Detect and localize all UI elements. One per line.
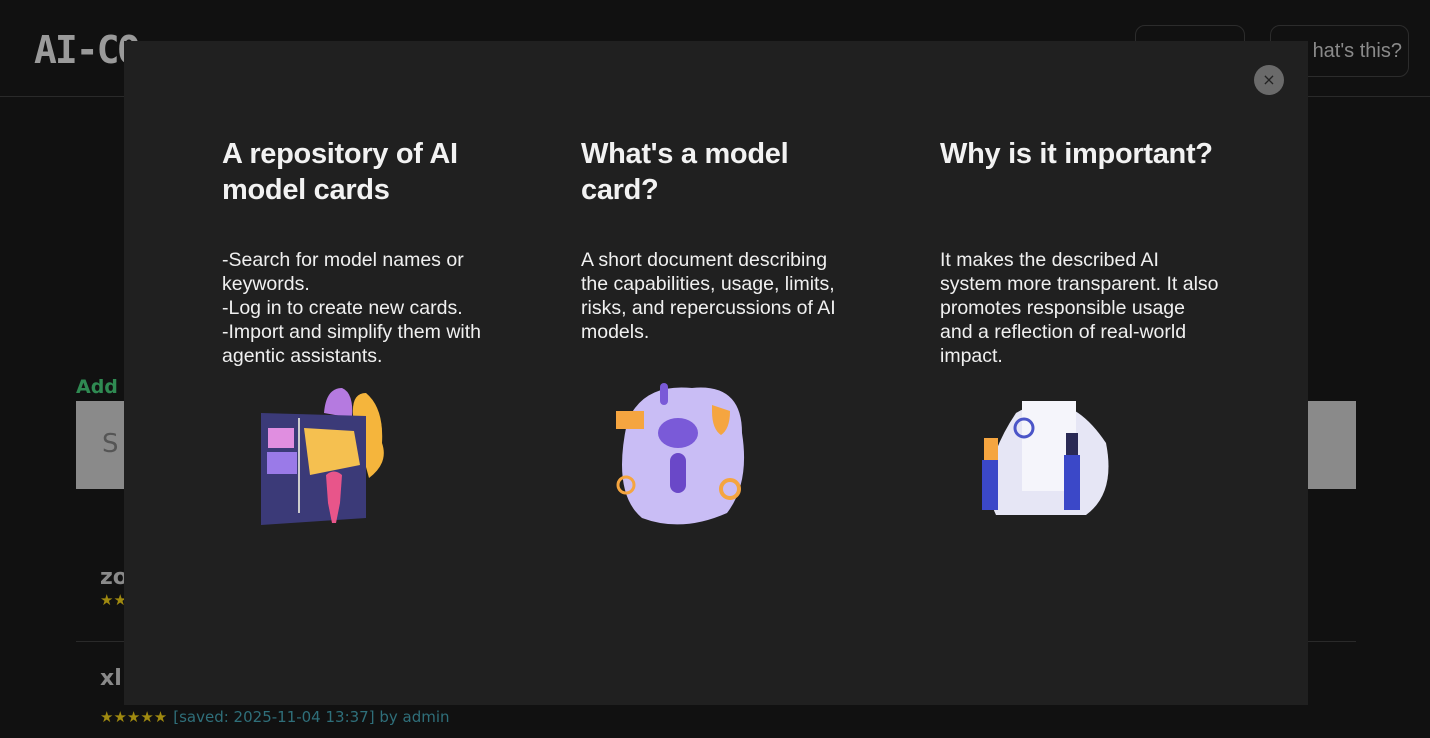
item-name: zo — [100, 565, 128, 590]
column-model-card: What's a model card? A short document de… — [581, 136, 856, 344]
item-name: xl — [100, 666, 122, 691]
column-body: A short document describing the capabili… — [581, 249, 836, 343]
rating-stars: ★★ — [100, 591, 127, 609]
list-item-meta: ★★★★★ [saved: 2025-11-04 13:37] by admin — [100, 708, 450, 726]
list-item[interactable]: zo ★★ — [100, 565, 128, 609]
rating-stars: ★★★★★ — [100, 708, 168, 726]
info-modal: × A repository of AI model cards -Search… — [124, 41, 1308, 705]
column-title: What's a model card? — [581, 138, 789, 206]
close-button[interactable]: × — [1254, 65, 1284, 95]
dashboard-illustration — [982, 401, 1109, 515]
logo[interactable]: AI-CO — [34, 28, 140, 72]
saved-info: [saved: 2025-11-04 13:37] by admin — [173, 708, 450, 726]
robot-illustration — [616, 383, 745, 525]
column-body: -Search for model names or keywords. -Lo… — [222, 249, 481, 367]
column-title: Why is it important? — [940, 138, 1213, 170]
column-importance: Why is it important? It makes the descri… — [940, 136, 1220, 368]
list-item[interactable]: xl — [100, 666, 122, 691]
notes-board-illustration — [261, 388, 384, 525]
column-repository: A repository of AI model cards -Search f… — [222, 136, 512, 368]
add-label: Add f — [76, 376, 133, 398]
column-body: It makes the described AI system more tr… — [940, 249, 1219, 367]
column-title: A repository of AI model cards — [222, 138, 458, 206]
